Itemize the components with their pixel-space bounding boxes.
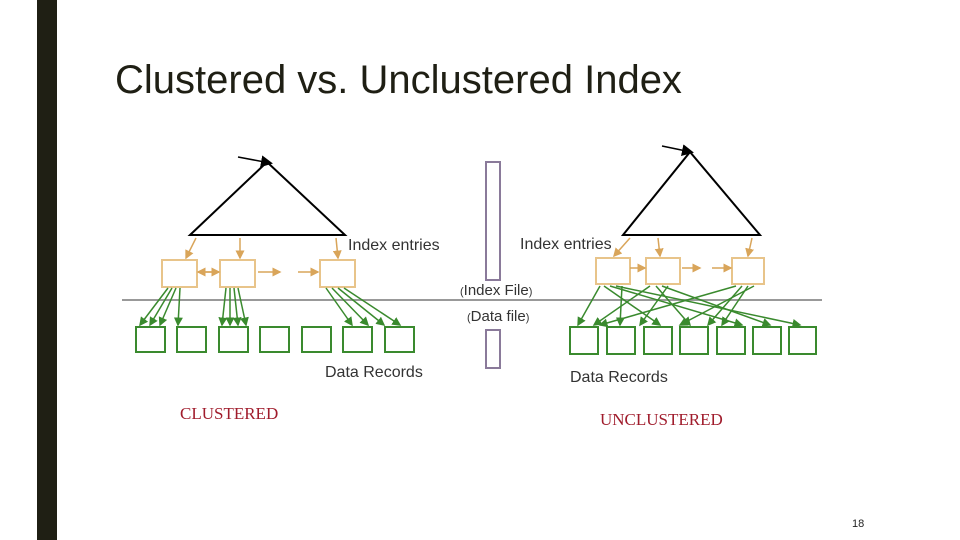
right-data-records-label: Data Records bbox=[570, 369, 668, 386]
left-data-records-label: Data Records bbox=[325, 364, 423, 381]
right-leaf-pages bbox=[595, 257, 765, 285]
right-data-records bbox=[569, 326, 817, 355]
left-data-records bbox=[135, 326, 415, 353]
index-file-bar bbox=[485, 161, 501, 281]
clustered-caption: CLUSTERED bbox=[180, 404, 279, 423]
right-data-pointers bbox=[577, 285, 802, 328]
left-data-pointers bbox=[139, 287, 402, 327]
data-file-text: Data file bbox=[470, 308, 526, 325]
index-file-label: (Index File) bbox=[460, 282, 533, 299]
side-bar bbox=[37, 0, 57, 540]
unclustered-caption: UNCLUSTERED bbox=[600, 410, 723, 429]
left-leaf-pages bbox=[161, 259, 356, 288]
slide-title: Clustered vs. Unclustered Index bbox=[115, 58, 682, 102]
right-index-entries-label: Index entries bbox=[520, 236, 612, 253]
index-file-text: Index File bbox=[463, 282, 529, 299]
left-tree bbox=[185, 155, 348, 260]
data-file-bar bbox=[485, 329, 501, 369]
left-index-entries-label: Index entries bbox=[348, 237, 440, 254]
right-tree bbox=[613, 144, 763, 258]
data-file-label: (Data file) bbox=[467, 308, 530, 325]
page-number: 18 bbox=[852, 518, 865, 530]
